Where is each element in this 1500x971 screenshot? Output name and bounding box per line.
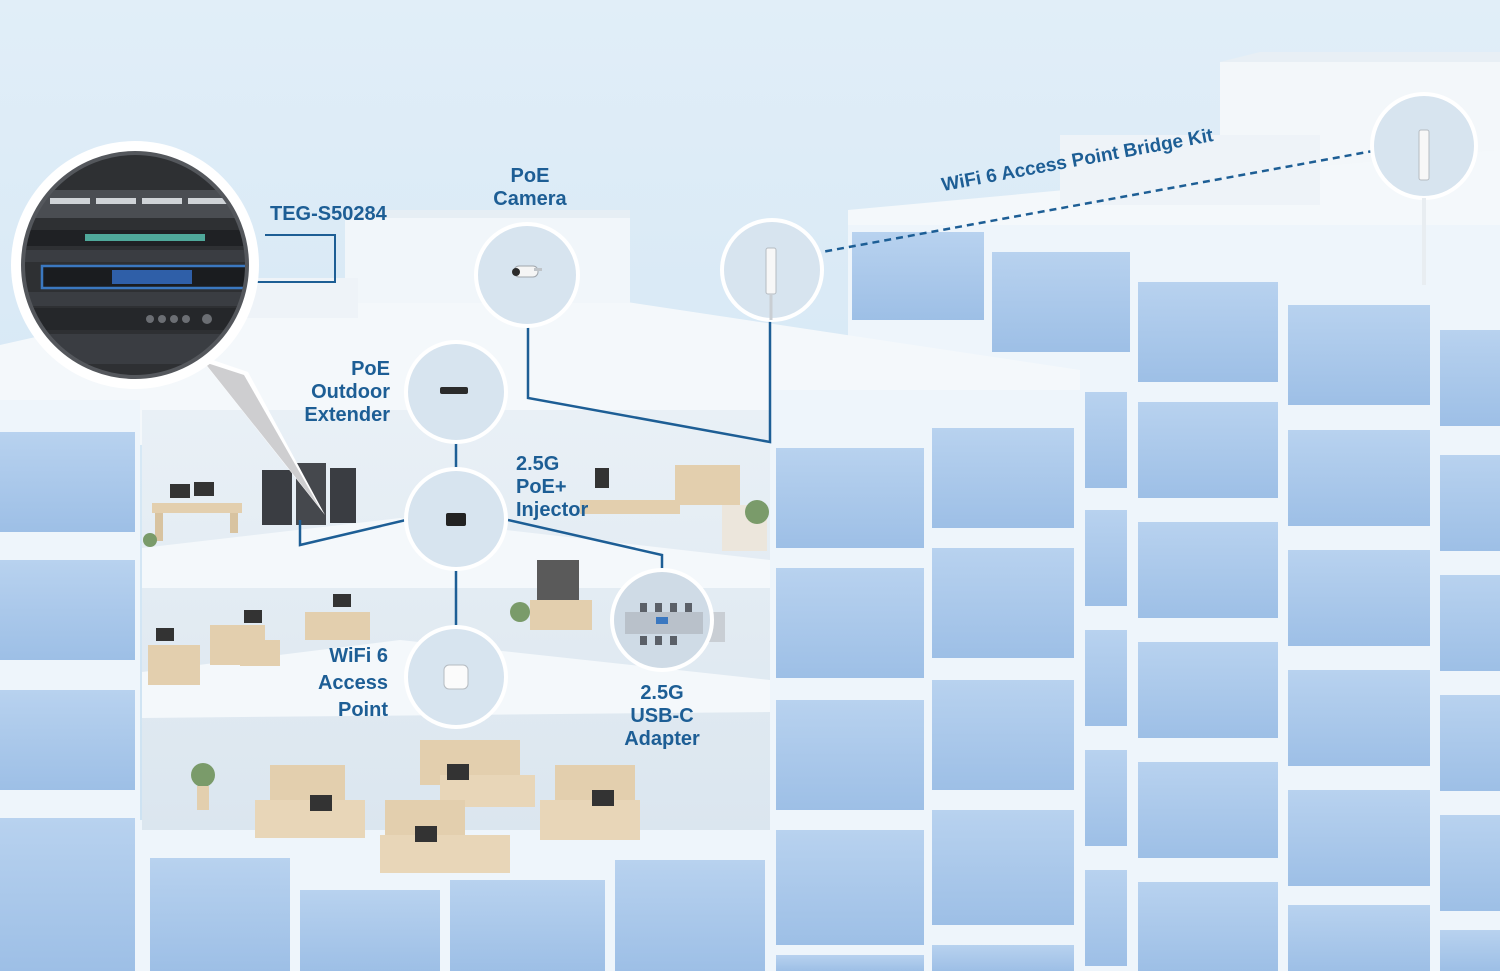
usb-adapter-label-line1: 2.5G <box>640 682 684 704</box>
injector-label-line3: Injector <box>516 499 589 521</box>
extender-label-line1: PoE <box>351 358 390 380</box>
camera-label: PoE Camera <box>478 165 582 211</box>
injector-label-line2: PoE+ <box>516 476 567 498</box>
usb-c-adapter-icon <box>656 617 668 624</box>
usb-adapter-label: 2.5G USB-C Adapter <box>610 682 714 751</box>
access-point-label: WiFi 6 Access Point <box>290 643 388 724</box>
camera-label-line1: PoE <box>510 165 550 187</box>
access-point-label-line3: Point <box>338 699 388 721</box>
access-point-label-line1: WiFi 6 <box>329 645 388 667</box>
bridge-near-bubble <box>720 218 824 322</box>
outdoor-antenna-icon <box>765 247 777 295</box>
network-connection-lines <box>235 234 772 625</box>
front-building <box>0 210 1080 971</box>
ceiling-access-point-icon <box>443 664 469 690</box>
switch-zoom-bubble <box>11 141 325 515</box>
bridge-link-line <box>777 140 1423 262</box>
right-building-windows <box>852 232 1500 971</box>
usb-adapter-label-line3: Adapter <box>624 728 700 750</box>
usb-adapter-label-line2: USB-C <box>630 705 694 727</box>
extender-label: PoE Outdoor Extender <box>278 358 390 427</box>
access-point-bubble <box>404 625 508 729</box>
bridge-far-bubble <box>1370 92 1478 285</box>
usb-adapter-bubble <box>610 568 714 672</box>
front-building-windows <box>0 428 1074 971</box>
switch-label: TEG-S50284 <box>270 203 387 225</box>
camera-label-line2: Camera <box>493 188 567 210</box>
extender-label-line3: Extender <box>304 404 390 426</box>
camera-bubble <box>474 222 580 328</box>
bullet-camera-icon <box>512 265 542 278</box>
extender-bubble <box>404 340 508 444</box>
injector-label-line1: 2.5G <box>516 453 560 475</box>
outdoor-antenna-icon-far <box>1418 129 1430 181</box>
poe-injector-icon <box>446 513 466 526</box>
injector-label: 2.5G PoE+ Injector <box>516 453 588 522</box>
poe-extender-icon <box>440 387 468 394</box>
access-point-label-line2: Access <box>317 672 388 694</box>
injector-bubble <box>404 467 508 571</box>
extender-label-line2: Outdoor <box>311 381 390 403</box>
